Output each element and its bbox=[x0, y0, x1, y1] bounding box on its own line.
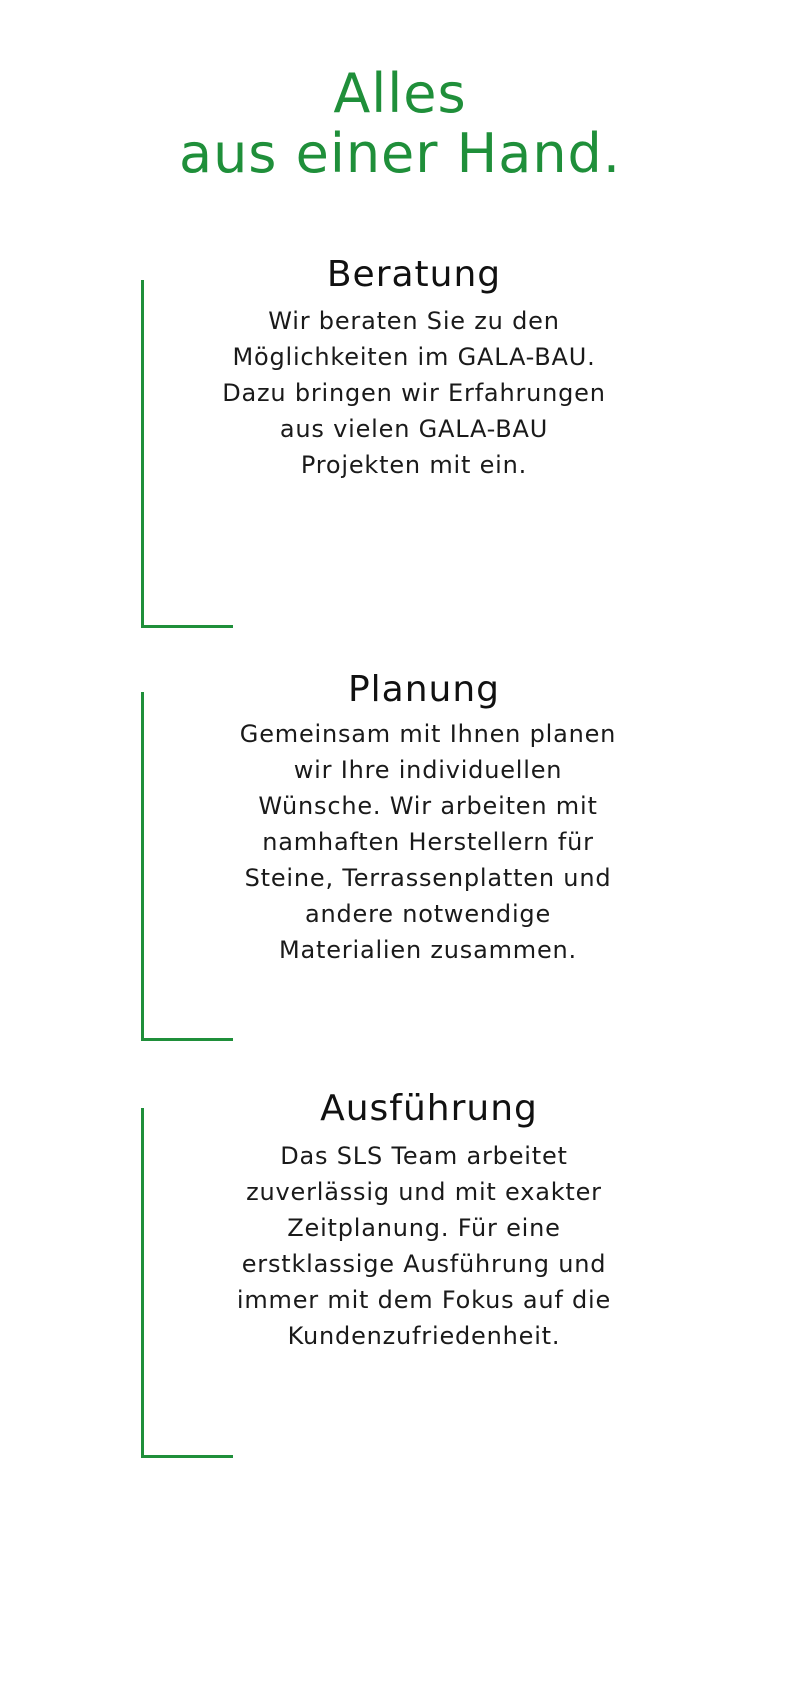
section-bracket-decoration bbox=[141, 692, 233, 1041]
section-bracket-decoration bbox=[141, 280, 233, 628]
page-headline: Alles aus einer Hand. bbox=[0, 64, 800, 184]
section-title: Beratung bbox=[326, 254, 502, 295]
section-title: Planung bbox=[347, 669, 501, 710]
section-text: Wir beraten Sie zu den Möglichkeiten im … bbox=[222, 307, 606, 479]
section-bracket-decoration bbox=[141, 1108, 233, 1458]
headline-line-2: aus einer Hand. bbox=[178, 122, 622, 185]
headline-line-1: Alles bbox=[333, 62, 467, 125]
section-text: Gemeinsam mit Ihnen planen wir Ihre indi… bbox=[239, 720, 617, 964]
section-text: Das SLS Team arbeitet zuverlässig und mi… bbox=[236, 1142, 612, 1350]
section-title: Ausführung bbox=[320, 1088, 538, 1129]
